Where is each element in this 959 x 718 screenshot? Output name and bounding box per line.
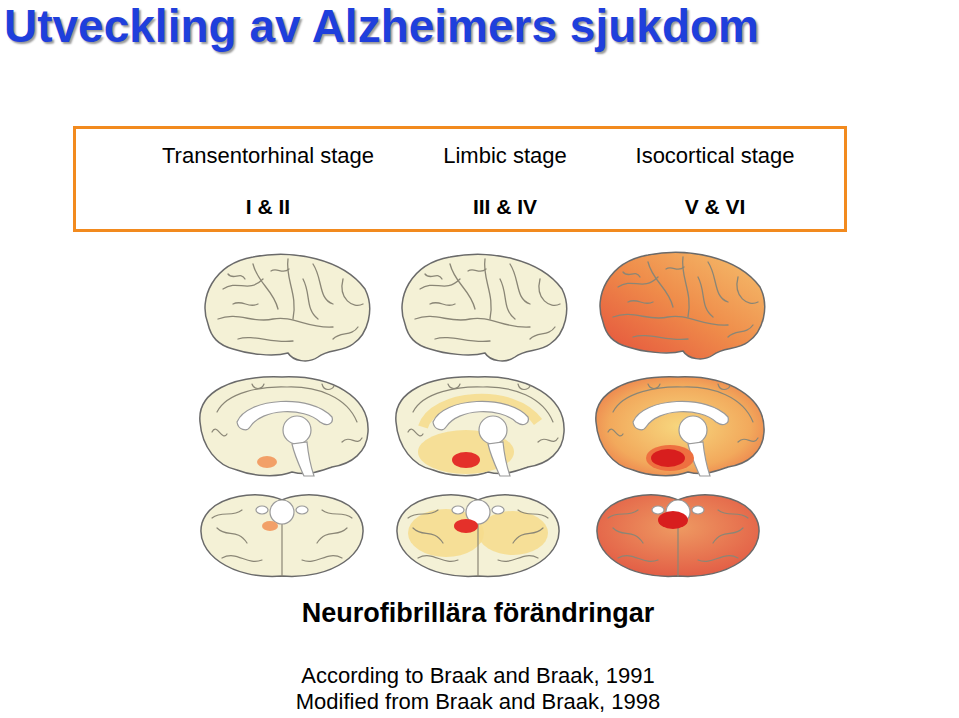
citation-note: According to Braak and Braak, 1991 <box>301 663 654 688</box>
stage-number: III & IV <box>473 193 537 221</box>
medial-brain <box>200 377 368 476</box>
medial-brain <box>396 377 564 476</box>
lateral-brain <box>402 254 567 361</box>
basal-brain <box>597 495 759 577</box>
slide-title: Utveckling av Alzheimers sjukdom <box>4 0 759 52</box>
basal-brain <box>397 495 559 577</box>
basal-brain <box>201 495 363 577</box>
lateral-brain <box>205 254 370 361</box>
medial-brain <box>596 377 764 476</box>
figure-heading: Neurofibrillära förändringar <box>302 596 655 630</box>
stage-name: Limbic stage <box>443 142 567 170</box>
stage-number: I & II <box>246 193 290 221</box>
stage-box: Transentorhinal stageI & IILimbic stageI… <box>73 126 847 232</box>
citation-note: Modified from Braak and Braak, 1998 <box>296 689 660 714</box>
stage-name: Isocortical stage <box>636 142 795 170</box>
stage-name: Transentorhinal stage <box>162 142 374 170</box>
lateral-brain <box>600 252 765 359</box>
stage-number: V & VI <box>685 193 746 221</box>
